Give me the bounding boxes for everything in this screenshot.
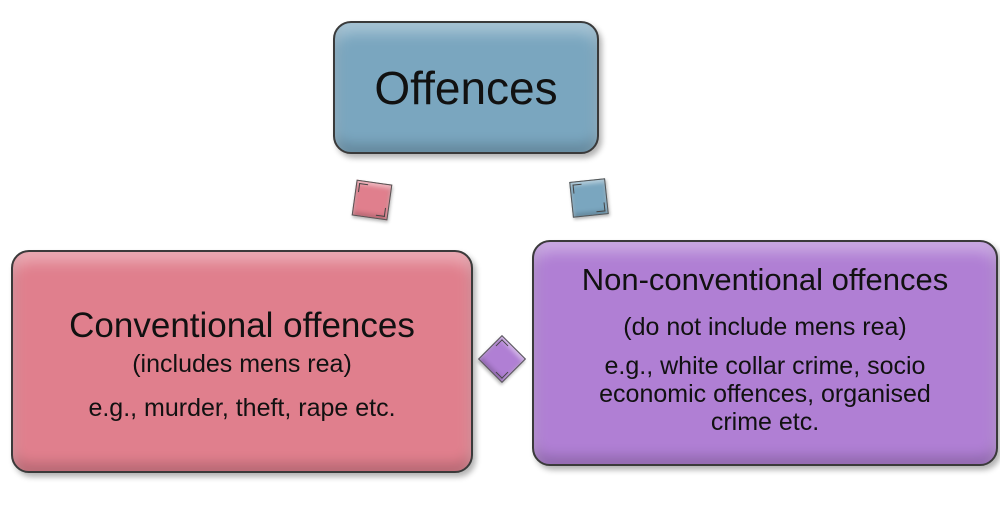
offences-box: Offences <box>333 21 599 154</box>
conventional-offences-examples: e.g., murder, theft, rape etc. <box>88 393 396 422</box>
conventional-offences-subtitle: (includes mens rea) <box>132 349 352 378</box>
non-conventional-offences-examples: e.g., white collar crime, socio economic… <box>599 352 931 436</box>
non-conventional-examples-line-2: economic offences, organised <box>599 379 931 408</box>
offences-title: Offences <box>374 61 558 114</box>
non-conventional-examples-line-1: e.g., white collar crime, socio <box>604 351 926 380</box>
conventional-offences-title: Conventional offences <box>69 306 415 346</box>
non-conventional-offences-box: Non-conventional offences (do not includ… <box>532 240 998 466</box>
non-conventional-offences-subtitle: (do not include mens rea) <box>623 312 907 341</box>
non-conventional-examples-line-3: crime etc. <box>710 407 820 436</box>
connector-offences-to-conventional <box>351 179 393 221</box>
non-conventional-offences-title: Non-conventional offences <box>581 262 949 298</box>
connector-between-categories <box>477 334 527 384</box>
connector-offences-to-non-conventional <box>569 178 609 218</box>
conventional-offences-box: Conventional offences (includes mens rea… <box>11 250 473 473</box>
